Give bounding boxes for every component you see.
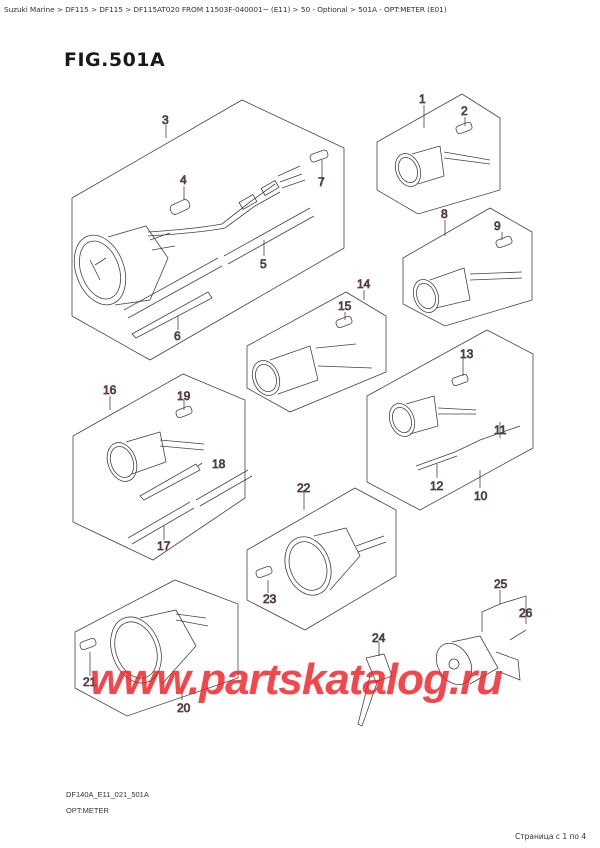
callout-18[interactable]: 18	[212, 457, 226, 472]
figure-code: DF140A_E11_021_501A	[66, 790, 149, 799]
callout-7[interactable]: 7	[318, 175, 326, 190]
group-22-box	[246, 487, 397, 631]
callout-9[interactable]: 9	[494, 219, 502, 234]
callout-15[interactable]: 15	[338, 299, 352, 314]
group-16-box	[72, 373, 253, 561]
callout-2[interactable]: 2	[461, 104, 469, 119]
tube-icon-5	[123, 207, 315, 319]
callout-24[interactable]: 24	[372, 631, 386, 646]
callout-4[interactable]: 4	[180, 173, 188, 188]
leader-lines	[89, 105, 527, 700]
callout-16[interactable]: 16	[103, 383, 117, 398]
callout-17[interactable]: 17	[157, 539, 171, 554]
callout-6[interactable]: 6	[174, 329, 182, 344]
page-indicator: Страница с 1 по 4	[515, 832, 587, 841]
callout-22[interactable]: 22	[297, 481, 311, 496]
bulb-icon-7	[309, 149, 329, 163]
group-8-box	[402, 207, 533, 327]
bulb-icon-4	[169, 199, 191, 215]
cable-tie-icon-6	[131, 291, 213, 339]
callout-21[interactable]: 21	[83, 675, 97, 690]
callout-8[interactable]: 8	[441, 207, 449, 222]
group-1-box	[376, 93, 501, 215]
callout-25[interactable]: 25	[494, 577, 508, 592]
group-3-box	[71, 99, 345, 361]
tachometer-gauge-icon	[73, 225, 176, 306]
callout-12[interactable]: 12	[430, 479, 444, 494]
callout-11[interactable]: 11	[494, 423, 508, 438]
callout-19[interactable]: 19	[177, 389, 191, 404]
wire-harness-icon	[147, 165, 306, 237]
figure-title: FIG.501A	[64, 49, 166, 71]
group-14-box	[246, 291, 387, 413]
switch-lever-icon	[357, 653, 393, 727]
callout-23[interactable]: 23	[263, 592, 277, 607]
callout-labels: 1 2 3 4 5 6 7 8 9 10 11 12 13 14 15 16 1…	[83, 92, 533, 716]
group-10-box	[366, 329, 534, 511]
group-20-box	[74, 579, 239, 717]
watermark: www.partskatalog.ru	[90, 655, 503, 704]
callout-26[interactable]: 26	[519, 606, 533, 621]
callout-20[interactable]: 20	[177, 701, 191, 716]
callout-10[interactable]: 10	[474, 489, 488, 504]
callout-3[interactable]: 3	[162, 113, 170, 128]
breadcrumb[interactable]: Suzuki Marine > DF115 > DF115 > DF115AT0…	[4, 5, 447, 14]
figure-name: OPT:METER	[66, 806, 109, 815]
housing-icon	[435, 629, 527, 686]
callout-14[interactable]: 14	[357, 277, 371, 292]
callout-1[interactable]: 1	[419, 92, 427, 107]
callout-13[interactable]: 13	[460, 347, 474, 362]
callout-5[interactable]: 5	[260, 257, 268, 272]
